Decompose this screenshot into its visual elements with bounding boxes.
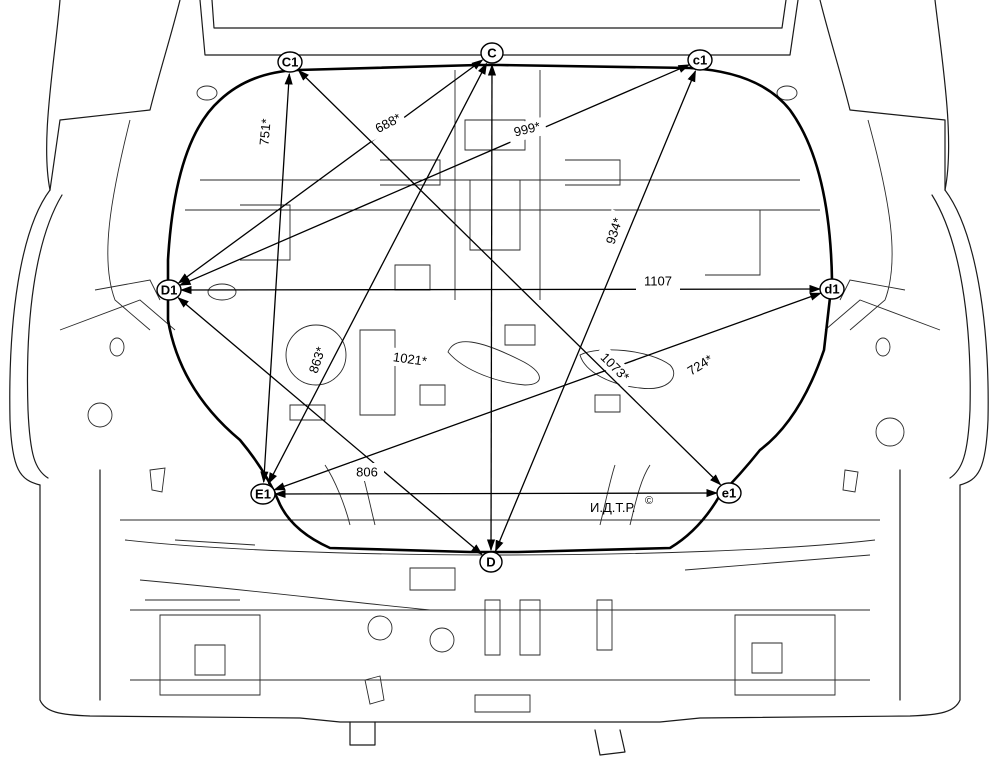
point-D: D [479, 551, 503, 573]
copyright-symbol: © [645, 495, 653, 507]
measure-line-c1-D [494, 70, 697, 552]
measure-line-D1-d1 [179, 284, 822, 295]
vehicle-body-outline [9, 0, 989, 756]
point-c1: c1 [687, 49, 713, 71]
reference-points: C1 C c1 D1 d1 E1 e1 D [156, 42, 845, 573]
point-D-label: D [486, 555, 495, 570]
dimension-labels: 751* 688* 999* 934* 1107 863* 1021* 1073… [248, 106, 722, 481]
point-D1-label: D1 [161, 283, 178, 298]
watermark: И.Д.Т.Р. © [590, 495, 653, 515]
dimension-751: 751* [256, 118, 273, 146]
point-C-label: C [487, 46, 497, 61]
measure-line-E1-e1 [273, 488, 719, 499]
point-d1-label: d1 [824, 282, 839, 297]
point-C1-label: C1 [282, 55, 299, 70]
point-D1: D1 [156, 279, 182, 301]
watermark-text: И.Д.Т.Р. [590, 500, 635, 515]
measure-line-C-D1 [177, 59, 484, 284]
point-e1-label: e1 [722, 486, 736, 501]
point-d1: d1 [819, 278, 845, 300]
point-e1: e1 [716, 482, 742, 504]
point-C: C [480, 42, 504, 64]
measure-line-E1-d1 [273, 292, 822, 491]
dimension-806: 806 [356, 465, 378, 480]
point-c1-label: c1 [693, 53, 707, 68]
dimension-1021: 1021* [392, 349, 428, 369]
measurement-lines [177, 59, 822, 556]
measure-line-c1-D1 [178, 64, 691, 286]
point-C1: C1 [277, 51, 303, 73]
dimension-999: 999* [512, 118, 542, 139]
measure-line-C-D [486, 63, 497, 552]
point-E1-label: E1 [255, 487, 271, 502]
dimension-1107: 1107 [644, 274, 672, 289]
point-E1: E1 [250, 483, 276, 505]
